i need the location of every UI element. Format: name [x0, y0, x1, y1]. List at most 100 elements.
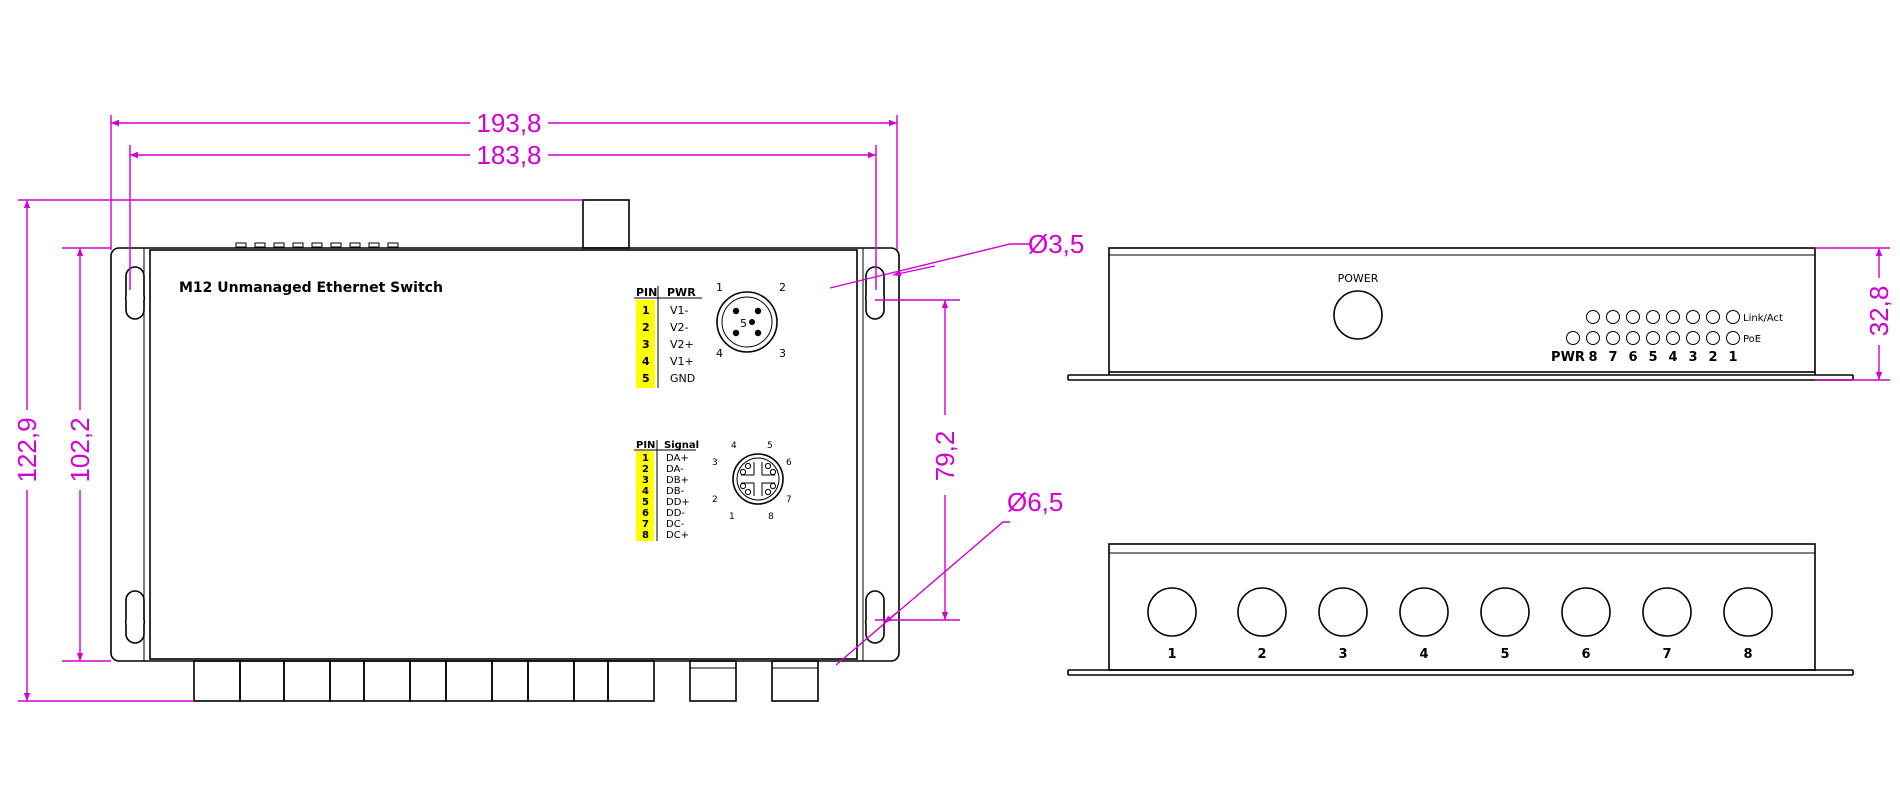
dim-height-outer: 122,9	[12, 417, 42, 482]
rear-ports	[1147, 587, 1773, 637]
leader-hole-small	[829, 243, 1030, 289]
dim-hole-large: Ø6,5	[1007, 487, 1063, 517]
top-view: M12 Unmanaged Ethernet Switch PIN PWR 1 …	[110, 199, 900, 702]
mounting-flange	[110, 247, 900, 662]
rear-port-label-4: 4	[1419, 647, 1428, 662]
rear-port-label-8: 8	[1743, 647, 1752, 662]
pwr-conn-label-2: 2	[779, 281, 786, 294]
signal-conn-label-6: 6	[786, 458, 792, 468]
pwr-pin-5-name: GND	[670, 372, 695, 385]
signal-pin-4: 4	[642, 486, 649, 497]
signal-conn-label-4: 4	[731, 441, 737, 451]
signal-pin-3: 3	[642, 475, 649, 486]
rear-port-7	[1642, 587, 1692, 637]
led-port-label-5: 5	[1648, 350, 1657, 365]
front-housing	[1108, 247, 1816, 373]
pwr-table-header-name: PWR	[667, 286, 696, 299]
dim-height-inner: 102,2	[65, 417, 95, 482]
signal-pin-1: 1	[642, 453, 649, 464]
rear-port-label-7: 7	[1662, 647, 1671, 662]
led-port-label-4: 4	[1668, 350, 1677, 365]
rear-port-2	[1237, 587, 1287, 637]
signal-pin-6-name: DD-	[666, 508, 685, 519]
pwr-pin-5: 5	[642, 372, 650, 385]
device-title: M12 Unmanaged Ethernet Switch	[179, 280, 443, 296]
rear-port-8	[1723, 587, 1773, 637]
led-port-label-3: 3	[1688, 350, 1697, 365]
dim-width-hole: 183,8	[476, 140, 541, 170]
rear-port-3	[1318, 587, 1368, 637]
pwr-pin-1-name: V1-	[670, 304, 689, 317]
signal-table-header-pin: PIN	[636, 440, 655, 451]
housing-body	[149, 249, 858, 660]
signal-pin-3-name: DB+	[666, 475, 689, 486]
signal-pin-8: 8	[642, 530, 649, 541]
dim-hole-spacing: 79,2	[930, 431, 960, 482]
power-label: POWER	[1338, 272, 1379, 285]
led-port-label-2: 2	[1708, 350, 1717, 365]
top-connector-block	[582, 199, 630, 249]
signal-pin-5: 5	[642, 497, 649, 508]
dim-hole-small: Ø3,5	[1028, 229, 1084, 259]
dim-width-outer: 193,8	[476, 108, 541, 138]
rear-housing	[1108, 543, 1816, 671]
led-port-label-7: 7	[1608, 350, 1617, 365]
rear-port-label-5: 5	[1500, 647, 1509, 662]
rear-port-4	[1399, 587, 1449, 637]
signal-connector-face: 4 5 3 6 2 7 1 8	[712, 441, 792, 522]
pwr-pin-table: PIN PWR 1 V1- 2 V2- 3 V2+ 4 V1+ 5 GND	[634, 286, 702, 388]
top-view-dimensions: 193,8 183,8 122,9 102,2 79,2 Ø3,5 Ø6,5	[12, 108, 1084, 702]
pwr-pin-4: 4	[642, 355, 650, 368]
keyhole-slot-top-left	[124, 266, 146, 320]
signal-conn-label-7: 7	[786, 495, 792, 505]
signal-conn-label-5: 5	[767, 441, 773, 451]
pwr-pin-3-name: V2+	[670, 338, 694, 351]
signal-table-header-name: Signal	[664, 440, 699, 451]
pwr-pin-1: 1	[642, 304, 650, 317]
rear-port-6	[1561, 587, 1611, 637]
link-act-leds	[1586, 310, 1740, 324]
signal-pin-8-name: DC+	[666, 530, 689, 541]
signal-pin-6: 6	[642, 508, 649, 519]
pwr-conn-label-1: 1	[716, 281, 723, 294]
rear-port-5	[1480, 587, 1530, 637]
pwr-conn-label-center: 5	[740, 317, 747, 330]
led-port-label-8: 8	[1588, 350, 1597, 365]
pwr-conn-label-3: 3	[779, 347, 786, 360]
pwr-connector-face: 1 2 4 3 5	[716, 281, 786, 360]
keyhole-slot-bottom-right	[864, 590, 886, 644]
signal-pin-7-name: DC-	[666, 519, 685, 530]
top-ventilation-slots	[235, 242, 399, 248]
signal-pin-7: 7	[642, 519, 649, 530]
signal-pin-highlight	[636, 451, 654, 541]
rear-port-label-3: 3	[1338, 647, 1347, 662]
signal-pin-4-name: DB-	[666, 486, 685, 497]
pwr-pin-highlight	[636, 300, 655, 388]
poe-leds	[1566, 331, 1740, 345]
signal-conn-label-3: 3	[712, 458, 718, 468]
poe-label: PoE	[1743, 334, 1761, 345]
pwr-pin-3: 3	[642, 338, 650, 351]
link-act-label: Link/Act	[1743, 313, 1783, 324]
front-view: POWER Link/Act PoE PWR 8 7 6	[1067, 247, 1894, 381]
rear-view: 1 2 3 4 5 6 7 8	[1067, 543, 1854, 676]
pwr-conn-label-4: 4	[716, 347, 723, 360]
signal-conn-label-1: 1	[729, 512, 735, 522]
pwr-pin-2: 2	[642, 321, 650, 334]
signal-pin-table: PIN Signal 1 DA+ 2 DA- 3 DB+ 4 DB- 5 DD+…	[634, 440, 699, 541]
pwr-table-header-pin: PIN	[636, 286, 657, 299]
rear-port-1	[1147, 587, 1197, 637]
signal-conn-label-8: 8	[768, 512, 774, 522]
pwr-pin-4-name: V1+	[670, 355, 694, 368]
signal-pin-1-name: DA+	[666, 453, 689, 464]
led-port-label-1: 1	[1728, 350, 1737, 365]
rear-port-label-2: 2	[1257, 647, 1266, 662]
signal-conn-label-2: 2	[712, 495, 718, 505]
pwr-led-label: PWR	[1551, 350, 1585, 365]
rear-port-label-6: 6	[1581, 647, 1590, 662]
keyhole-slot-bottom-left	[124, 590, 146, 644]
leader-hole-large	[835, 521, 1010, 666]
rear-port-label-1: 1	[1167, 647, 1176, 662]
led-port-label-6: 6	[1628, 350, 1637, 365]
